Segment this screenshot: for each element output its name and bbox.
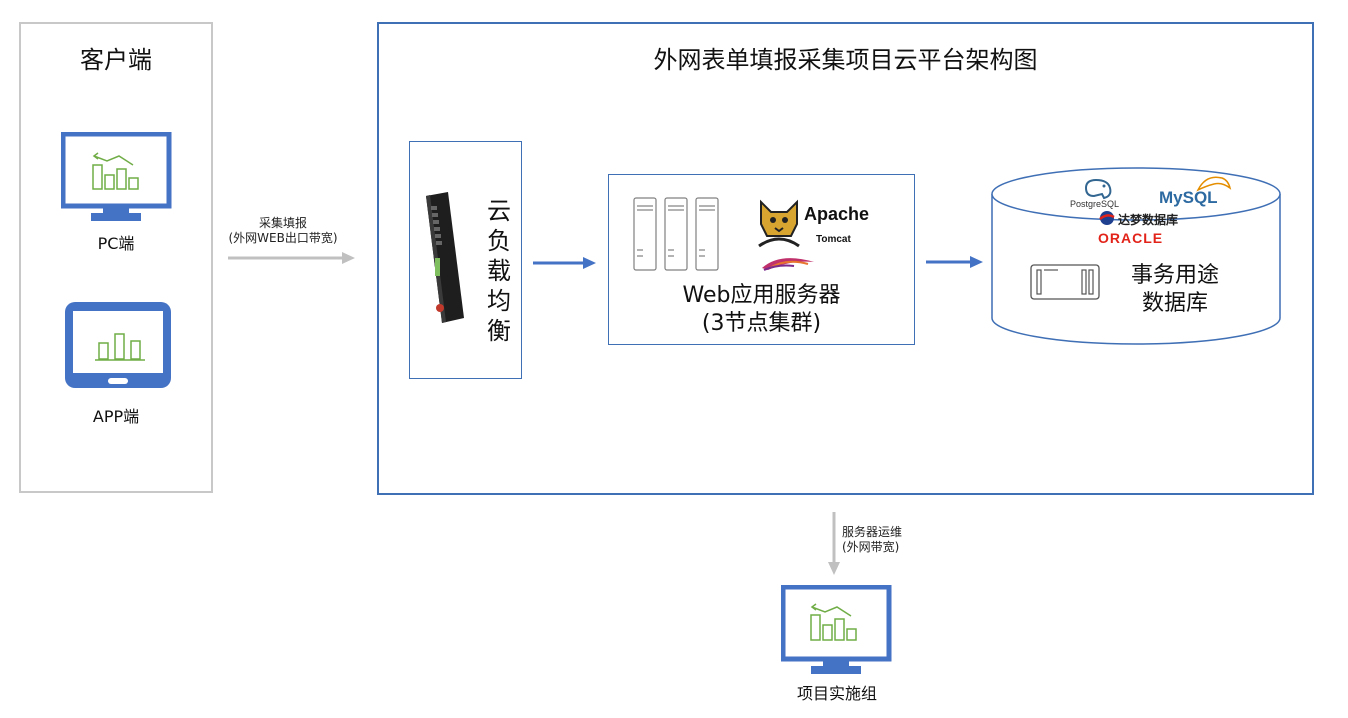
ops-flow-label-line1: 服务器运维 xyxy=(842,525,903,539)
lb-char-4: 均 xyxy=(487,287,511,315)
ops-flow-label: 服务器运维 (外网带宽) xyxy=(842,525,912,555)
database-cylinder xyxy=(991,167,1281,345)
collect-flow-label-line1: 采集填报 xyxy=(258,216,307,230)
database-label-line2: 数据库 xyxy=(1141,291,1208,316)
collect-flow-label: 采集填报 (外网WEB出口带宽) xyxy=(220,216,346,246)
ops-flow-label-line2: (外网带宽) xyxy=(842,540,900,554)
mysql-logo-text: MySQL xyxy=(1159,188,1218,207)
dameng-logo-text: 达梦数据库 xyxy=(1118,213,1179,227)
web-to-db-arrow xyxy=(926,256,983,268)
client-panel xyxy=(19,22,213,493)
tablet-icon xyxy=(65,302,171,388)
database-label-line1: 事务用途 xyxy=(1130,263,1219,288)
mysql-dolphin-icon xyxy=(1196,176,1232,192)
collect-flow-arrow xyxy=(228,252,355,264)
postgresql-elephant-icon xyxy=(1084,178,1112,200)
pc-monitor-icon xyxy=(61,132,172,221)
lb-to-web-arrow xyxy=(533,257,596,269)
network-appliance-icon xyxy=(426,192,464,323)
app-label: APP端 xyxy=(92,407,140,426)
team-label: 项目实施组 xyxy=(796,684,877,703)
lb-char-3: 载 xyxy=(487,257,511,285)
database-label: 事务用途 数据库 xyxy=(1110,262,1240,318)
web-server-label-line1: Web应用服务器 xyxy=(682,283,841,308)
oracle-logo-text: ORACLE xyxy=(1098,230,1164,246)
lb-char-5: 衡 xyxy=(487,317,511,345)
lb-char-2: 负 xyxy=(487,227,511,255)
client-title: 客户端 xyxy=(80,46,152,74)
tomcat-cat-icon xyxy=(758,199,800,248)
load-balancer-label: 云 负 载 均 衡 xyxy=(484,196,514,346)
apache-feather-icon xyxy=(762,258,814,271)
collect-flow-label-line2: (外网WEB出口带宽) xyxy=(228,231,338,245)
server-cluster-icon xyxy=(633,197,719,271)
web-server-label-line2: (3节点集群) xyxy=(701,311,822,336)
postgresql-logo-text: PostgreSQL xyxy=(1070,199,1120,209)
storage-device-icon xyxy=(1030,264,1100,300)
tomcat-logo-text: Tomcat xyxy=(816,234,851,245)
cloud-title: 外网表单填报采集项目云平台架构图 xyxy=(653,46,1038,74)
lb-char-1: 云 xyxy=(487,197,511,225)
dameng-logo-icon xyxy=(1099,211,1115,225)
apache-logo-text: Apache xyxy=(804,204,870,224)
ops-flow-arrow xyxy=(828,512,840,575)
web-server-label: Web应用服务器 (3节点集群) xyxy=(608,282,915,338)
pc-label: PC端 xyxy=(97,234,135,253)
team-monitor-icon xyxy=(781,585,892,674)
load-balancer-box xyxy=(409,141,522,379)
